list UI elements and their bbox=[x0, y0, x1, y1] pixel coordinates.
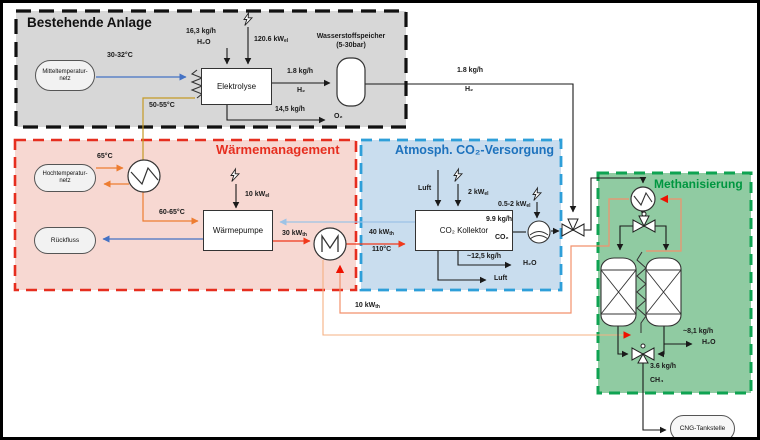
label-temp-65: 65°C bbox=[97, 153, 113, 160]
label-h2-out-formula: H₂ bbox=[465, 86, 474, 93]
heat-management-box bbox=[13, 138, 358, 292]
hochtemperaturnetz-node: Hochtemperatur-netz bbox=[34, 164, 96, 192]
process-lines bbox=[223, 27, 693, 434]
left-reactor-out bbox=[617, 326, 629, 358]
o2-out-line bbox=[226, 105, 326, 124]
valve-to-left-reactor bbox=[616, 225, 633, 251]
electrolysis-heatexchange-zigzag bbox=[190, 69, 204, 99]
section-title-existing: Bestehende Anlage bbox=[27, 15, 152, 30]
label-temp-30-32: 30-32°C bbox=[107, 52, 133, 59]
diagram-graphics bbox=[13, 9, 753, 434]
reactor-outlet-valve bbox=[631, 343, 655, 364]
reactor-heat-line bbox=[322, 260, 632, 339]
mixing-valve-h2-co2 bbox=[561, 218, 585, 237]
collector-luft-out-line bbox=[437, 251, 487, 284]
electric-power-icons bbox=[230, 11, 543, 201]
label-meth-h2o-formula: H₂O bbox=[702, 339, 716, 346]
mitteltemperaturnetz-node: Mitteltemperatur-netz bbox=[35, 60, 95, 91]
label-heat-30kw: 30 kWth bbox=[282, 230, 307, 238]
methanation-cooler-loop bbox=[646, 194, 682, 252]
label-luft-in: Luft bbox=[418, 185, 432, 192]
label-h2-store-qty: 1.8 kg/h bbox=[287, 68, 314, 75]
label-ch4-qty: 3.6 kg/h bbox=[650, 363, 677, 370]
methanation-reactor-right bbox=[645, 257, 682, 327]
bolt-icon-collector bbox=[453, 167, 464, 182]
label-h2o-out-qty: ~12,5 kg/h bbox=[467, 253, 502, 260]
label-heat-40kw: 40 kWth bbox=[369, 229, 394, 237]
label-h2o-in-qty: 16,3 kg/h bbox=[186, 28, 216, 35]
label-co2-qty: 9.9 kg/h bbox=[486, 216, 513, 223]
label-luft-out: Luft bbox=[494, 275, 508, 282]
heat-exchanger-icon bbox=[127, 159, 161, 193]
label-ch4-formula: CH₄ bbox=[650, 377, 664, 384]
electrolysis-box: Elektrolyse bbox=[201, 68, 272, 105]
gas-to-cooler-line bbox=[584, 176, 647, 231]
bolt-icon-electrolysis bbox=[243, 11, 254, 26]
hydrogen-storage-tank bbox=[336, 57, 366, 107]
label-collector-power: 2 kWel bbox=[468, 189, 489, 197]
bolt-icon-heatpump bbox=[230, 167, 241, 182]
label-heat-10kw: 10 kWth bbox=[355, 302, 380, 310]
label-heatpump-power: 10 kWel bbox=[245, 191, 270, 199]
label-temp-110: 110°C bbox=[372, 246, 392, 253]
label-h2-store-formula: H₂ bbox=[297, 87, 306, 94]
cng-station-node: CNG-Tankstelle bbox=[670, 415, 735, 437]
label-o2-formula: O₂ bbox=[334, 113, 343, 120]
right-reactor-out bbox=[657, 326, 665, 358]
label-temp-60-65: 60-65°C bbox=[159, 209, 185, 216]
methanation-reactor-left bbox=[600, 257, 637, 327]
co2-collector-box: CO₂ Kollektor bbox=[415, 210, 513, 251]
label-meth-h2o-qty: ~8,1 kg/h bbox=[683, 328, 714, 335]
label-o2-qty: 14,5 kg/h bbox=[275, 106, 305, 113]
valve-to-right-reactor bbox=[655, 225, 670, 251]
mixer-m-icon bbox=[313, 227, 347, 261]
label-co2-formula: CO₂ bbox=[495, 234, 509, 241]
electrolysis-heat-line-50-55 bbox=[142, 97, 195, 176]
ch4-out-line bbox=[642, 363, 667, 434]
heatpump-box: Wärmepumpe bbox=[203, 210, 273, 251]
section-title-co2: Atmosph. CO₂-Versorgung bbox=[395, 143, 555, 157]
heat-10kw-return-line bbox=[335, 198, 629, 314]
heat-water-lines bbox=[96, 73, 682, 339]
section-title-methanation: Methanisierung bbox=[654, 177, 743, 191]
h2-out-line bbox=[365, 83, 577, 213]
label-electrolysis-power: 120.6 kWel bbox=[254, 36, 289, 44]
label-compressor-power: 0.5-2 kWel bbox=[498, 201, 531, 209]
label-temp-50-55: 50-55°C bbox=[149, 102, 175, 109]
collector-h2o-out-line bbox=[457, 251, 512, 269]
label-h2o-in-formula: H₂O bbox=[197, 39, 211, 46]
hydrogen-storage-label: Wasserstoffspeicher (5-30bar) bbox=[316, 33, 386, 49]
section-title-heat: Wärmemanagement bbox=[216, 142, 340, 157]
symbols bbox=[127, 11, 682, 364]
label-h2-out-qty: 1.8 kg/h bbox=[457, 67, 484, 74]
reactor-feed-valve bbox=[632, 211, 656, 233]
label-h2o-out-formula: H₂O bbox=[523, 260, 537, 267]
rueckfluss-node: Rückfluss bbox=[34, 227, 96, 254]
bolt-icon-compressor bbox=[532, 186, 543, 201]
reactor-heating-zigzag bbox=[636, 251, 647, 333]
